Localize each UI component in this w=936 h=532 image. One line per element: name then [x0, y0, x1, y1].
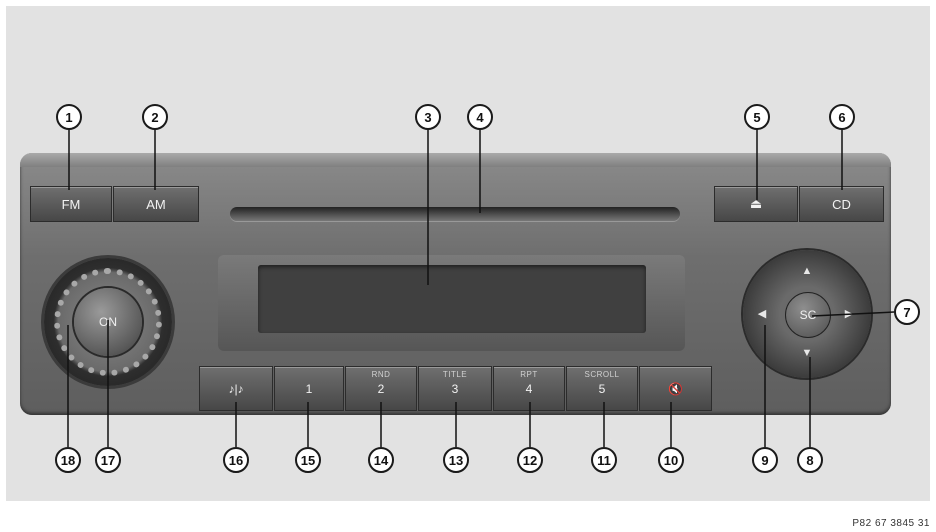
callout-7: 7 [894, 299, 920, 325]
preset-4-button[interactable]: RPT 4 [493, 366, 565, 411]
callout-2: 2 [142, 104, 168, 130]
music-notes-icon: ♪|♪ [228, 382, 244, 396]
eject-button[interactable]: ⏏ [714, 186, 798, 222]
eject-icon: ⏏ [749, 196, 763, 211]
cd-button-label: CD [832, 196, 851, 212]
fm-button-label: FM [61, 196, 81, 212]
preset-2-sublabel: RND [371, 370, 391, 379]
cd-slot[interactable] [230, 207, 680, 221]
callout-14: 14 [368, 447, 394, 473]
sc-button-label: SC [799, 308, 817, 322]
callout-15: 15 [295, 447, 321, 473]
callout-9: 9 [752, 447, 778, 473]
callout-4: 4 [467, 104, 493, 130]
left-arrow-icon[interactable]: ◀ [757, 308, 767, 320]
preset-2-label: 2 [377, 382, 385, 396]
callout-12: 12 [517, 447, 543, 473]
figure-code: P82 67 3845 31 [852, 518, 930, 529]
callout-11: 11 [591, 447, 617, 473]
preset-5-button[interactable]: SCROLL 5 [566, 366, 638, 411]
callout-1: 1 [56, 104, 82, 130]
preset-4-label: 4 [525, 382, 533, 396]
callout-3: 3 [415, 104, 441, 130]
am-button-label: AM [146, 196, 166, 212]
callout-17: 17 [95, 447, 121, 473]
callout-16: 16 [223, 447, 249, 473]
callout-10: 10 [658, 447, 684, 473]
preset-1-button[interactable]: 1 [274, 366, 344, 411]
faceplate-top-edge [20, 153, 891, 167]
preset-5-label: 5 [598, 382, 606, 396]
am-button[interactable]: AM [113, 186, 199, 222]
callout-6: 6 [829, 104, 855, 130]
callout-8: 8 [797, 447, 823, 473]
preset-1-label: 1 [305, 382, 313, 396]
up-arrow-icon[interactable]: ▲ [801, 265, 813, 277]
preset-3-button[interactable]: TITLE 3 [418, 366, 492, 411]
callout-13: 13 [443, 447, 469, 473]
callout-18: 18 [55, 447, 81, 473]
mute-icon: 🔇 [668, 382, 683, 396]
callout-5: 5 [744, 104, 770, 130]
preset-5-sublabel: SCROLL [584, 370, 620, 379]
mute-button[interactable]: 🔇 [639, 366, 712, 411]
down-arrow-icon[interactable]: ▼ [801, 347, 813, 359]
fm-button[interactable]: FM [30, 186, 112, 222]
preset-3-sublabel: TITLE [442, 370, 468, 379]
preset-3-label: 3 [451, 382, 459, 396]
preset-4-sublabel: RPT [520, 370, 538, 379]
display [258, 265, 646, 333]
